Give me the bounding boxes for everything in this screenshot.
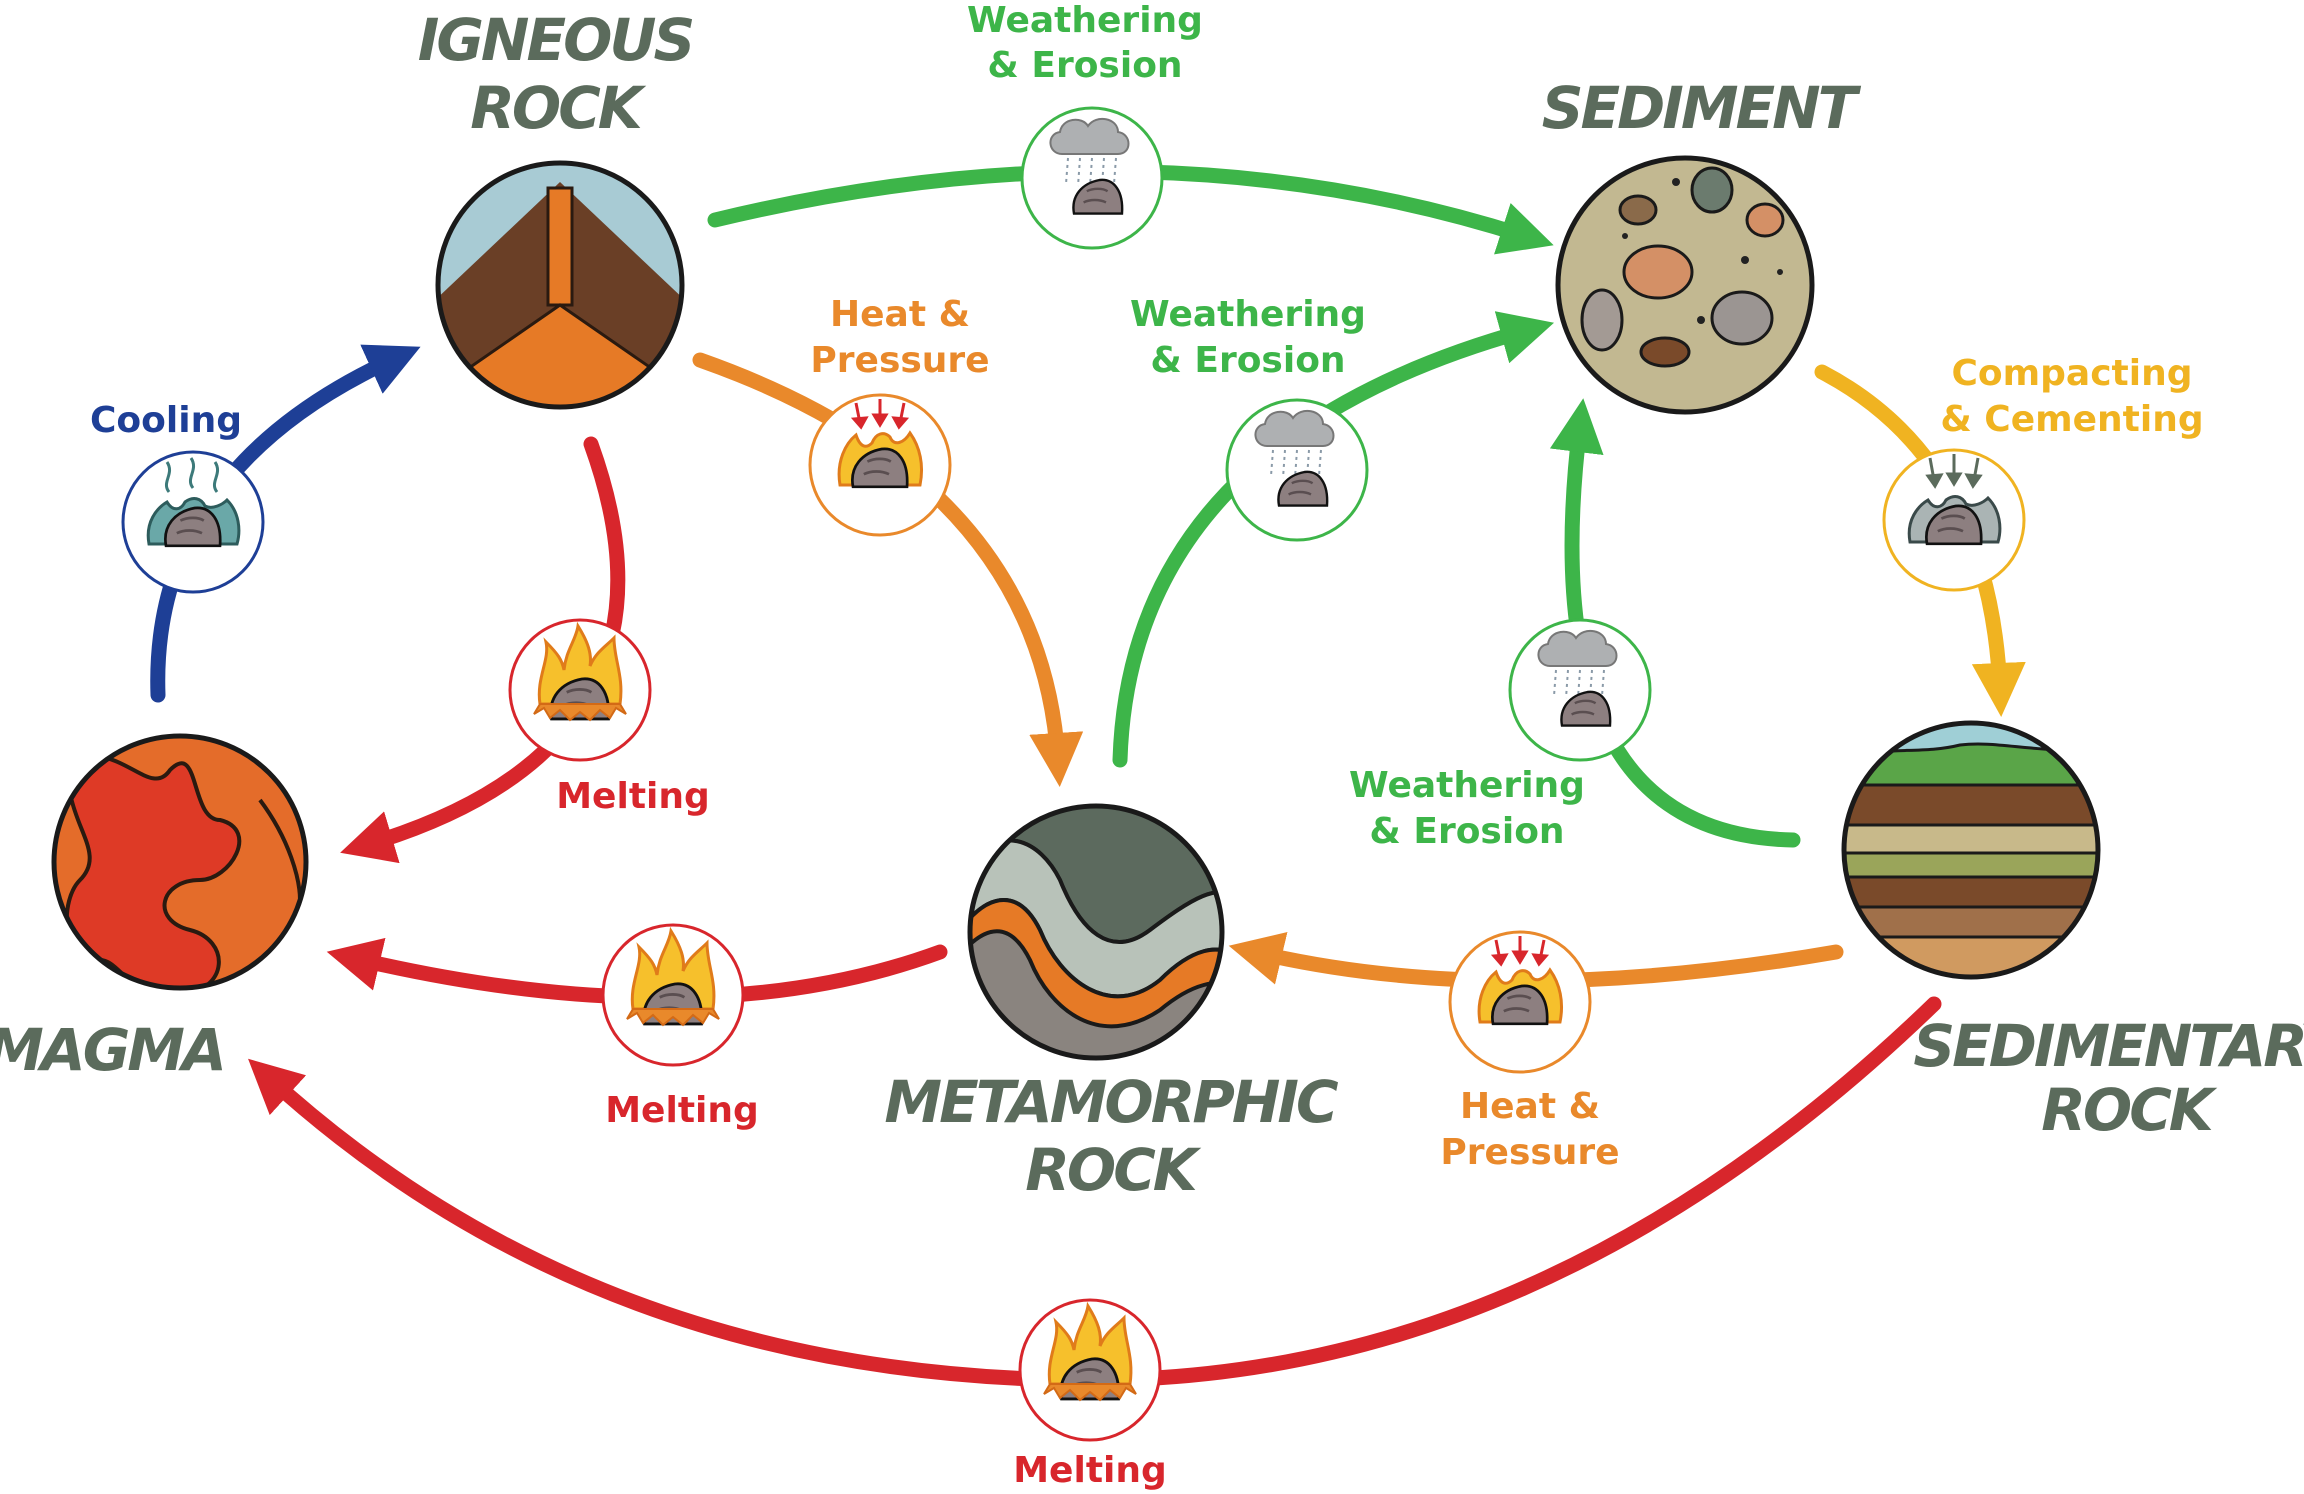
weathering-badge-mid — [1225, 398, 1369, 542]
sedimentary-rock-label: SEDIMENTARY — [1913, 1012, 2304, 1080]
cooling-label: Cooling — [90, 400, 242, 441]
igneous-rock-label-line2: ROCK — [470, 74, 647, 142]
heat-pressure-label-left-line2: Pressure — [810, 340, 989, 381]
igneous-rock-node — [435, 160, 685, 410]
heat-pressure-badge-left — [808, 393, 952, 537]
metamorphic-rock-node — [967, 803, 1225, 1061]
melting-badge-metamorphic — [601, 923, 745, 1067]
cooling-badge — [121, 450, 265, 594]
weathering-label-top: Weathering — [967, 0, 1203, 41]
weathering-label-top-line2: & Erosion — [987, 45, 1182, 86]
magma-node — [51, 733, 309, 991]
compacting-badge — [1882, 448, 2026, 592]
melting-badge-sedimentary — [1018, 1298, 1162, 1442]
igneous-rock-label: IGNEOUS — [418, 6, 693, 74]
heat-pressure-badge-right — [1448, 930, 1592, 1074]
sediment-label: SEDIMENT — [1542, 74, 1862, 142]
melting-label-igneous: Melting — [556, 776, 710, 817]
melting-badge-igneous — [508, 618, 652, 762]
arrow-heat-igneous-to-metamorphic — [692, 352, 1084, 787]
melting-label-metamorphic: Melting — [605, 1090, 759, 1131]
heat-pressure-label-right: Heat & — [1460, 1086, 1600, 1127]
heat-pressure-label-left: Heat & — [830, 294, 970, 335]
weathering-label-right-line2: & Erosion — [1369, 811, 1564, 852]
weathering-label-mid-line2: & Erosion — [1150, 340, 1345, 381]
metamorphic-rock-label: METAMORPHIC — [884, 1068, 1338, 1136]
weathering-label-mid: Weathering — [1130, 294, 1366, 335]
compacting-label-line2: & Cementing — [1940, 399, 2203, 440]
compacting-label: Compacting — [1951, 353, 2192, 394]
weathering-badge-right — [1508, 618, 1652, 762]
sedimentary-rock-label-line2: ROCK — [2041, 1076, 2218, 1144]
weathering-badge-top — [1020, 106, 1164, 250]
magma-label: MAGMA — [0, 1016, 224, 1084]
sedimentary-rock-node — [1841, 720, 2101, 980]
metamorphic-rock-label-line2: ROCK — [1025, 1136, 1202, 1204]
weathering-label-right: Weathering — [1349, 765, 1585, 806]
sediment-node — [1555, 155, 1815, 415]
arrow-weathering-metamorphic-to-sediment — [1112, 311, 1555, 768]
melting-label-sedimentary: Melting — [1013, 1450, 1167, 1491]
heat-pressure-label-right-line2: Pressure — [1440, 1132, 1619, 1173]
